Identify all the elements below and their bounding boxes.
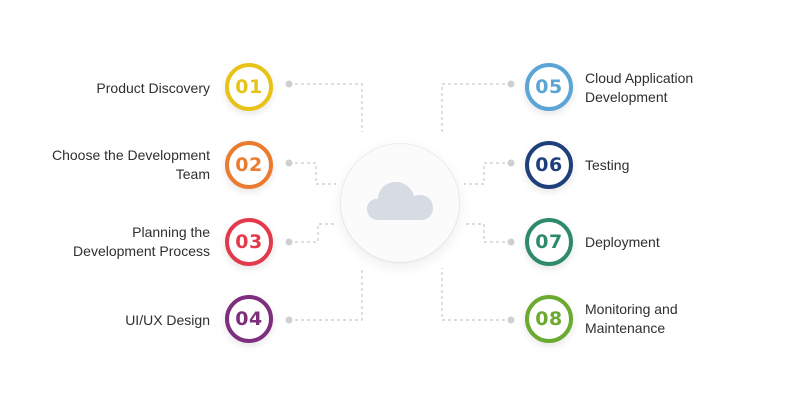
step-02-number: 02 [235,154,263,176]
step-05-badge: 05 [525,63,573,111]
connector-dot-7 [507,238,515,246]
central-hub [341,144,459,262]
step-07-label: Deployment [585,234,660,250]
connector-line-1 [289,83,363,132]
connector-dot-2 [285,159,293,167]
connector-line-6 [464,162,511,185]
step-03-label-line-1: Planning the [132,224,210,240]
step-05-label-line-2: Development [585,89,668,105]
step-06-badge: 06 [525,141,573,189]
step-07-number: 07 [535,231,563,253]
connector-line-7 [464,223,511,243]
connector-line-8 [441,268,511,321]
step-01-badge: 01 [225,63,273,111]
step-02-label-line-1: Choose the Development [52,147,210,163]
step-04-badge: 04 [225,295,273,343]
step-08-number: 08 [535,308,563,330]
step-01-label: Product Discovery [96,80,210,96]
connector-dot-5 [507,80,515,88]
connector-dot-8 [507,316,515,324]
step-05-number: 05 [535,76,563,98]
step-01-number: 01 [235,76,263,98]
step-06-label: Testing [585,157,630,173]
step-04-number: 04 [235,308,263,330]
step-05-label: Cloud Application Development [585,69,785,107]
connector-dot-3 [285,238,293,246]
connector-line-5 [441,83,511,132]
connector-dot-4 [285,316,293,324]
step-05-label-line-1: Cloud Application [585,70,694,86]
step-04-label: UI/UX Design [125,312,210,328]
step-03-number: 03 [235,231,263,253]
connector-line-4 [289,268,363,321]
connector-dot-1 [285,80,293,88]
step-02-label-line-2: Team [175,166,210,182]
cloud-icon [367,182,433,220]
step-07-badge: 07 [525,218,573,266]
step-02-label: Choose the Development Team [10,146,210,184]
step-03-badge: 03 [225,218,273,266]
step-06-number: 06 [535,154,563,176]
step-02-badge: 02 [225,141,273,189]
step-08-label-line-2: Maintenance [585,320,666,336]
connector-line-3 [289,223,336,243]
step-08-label-line-1: Monitoring and [585,301,678,317]
step-03-label-line-2: Development Process [73,243,210,259]
connector-dot-6 [507,159,515,167]
step-08-badge: 08 [525,295,573,343]
step-03-label: Planning the Development Process [10,223,210,261]
connector-line-2 [289,162,336,185]
step-08-label: Monitoring and Maintenance [585,300,785,338]
